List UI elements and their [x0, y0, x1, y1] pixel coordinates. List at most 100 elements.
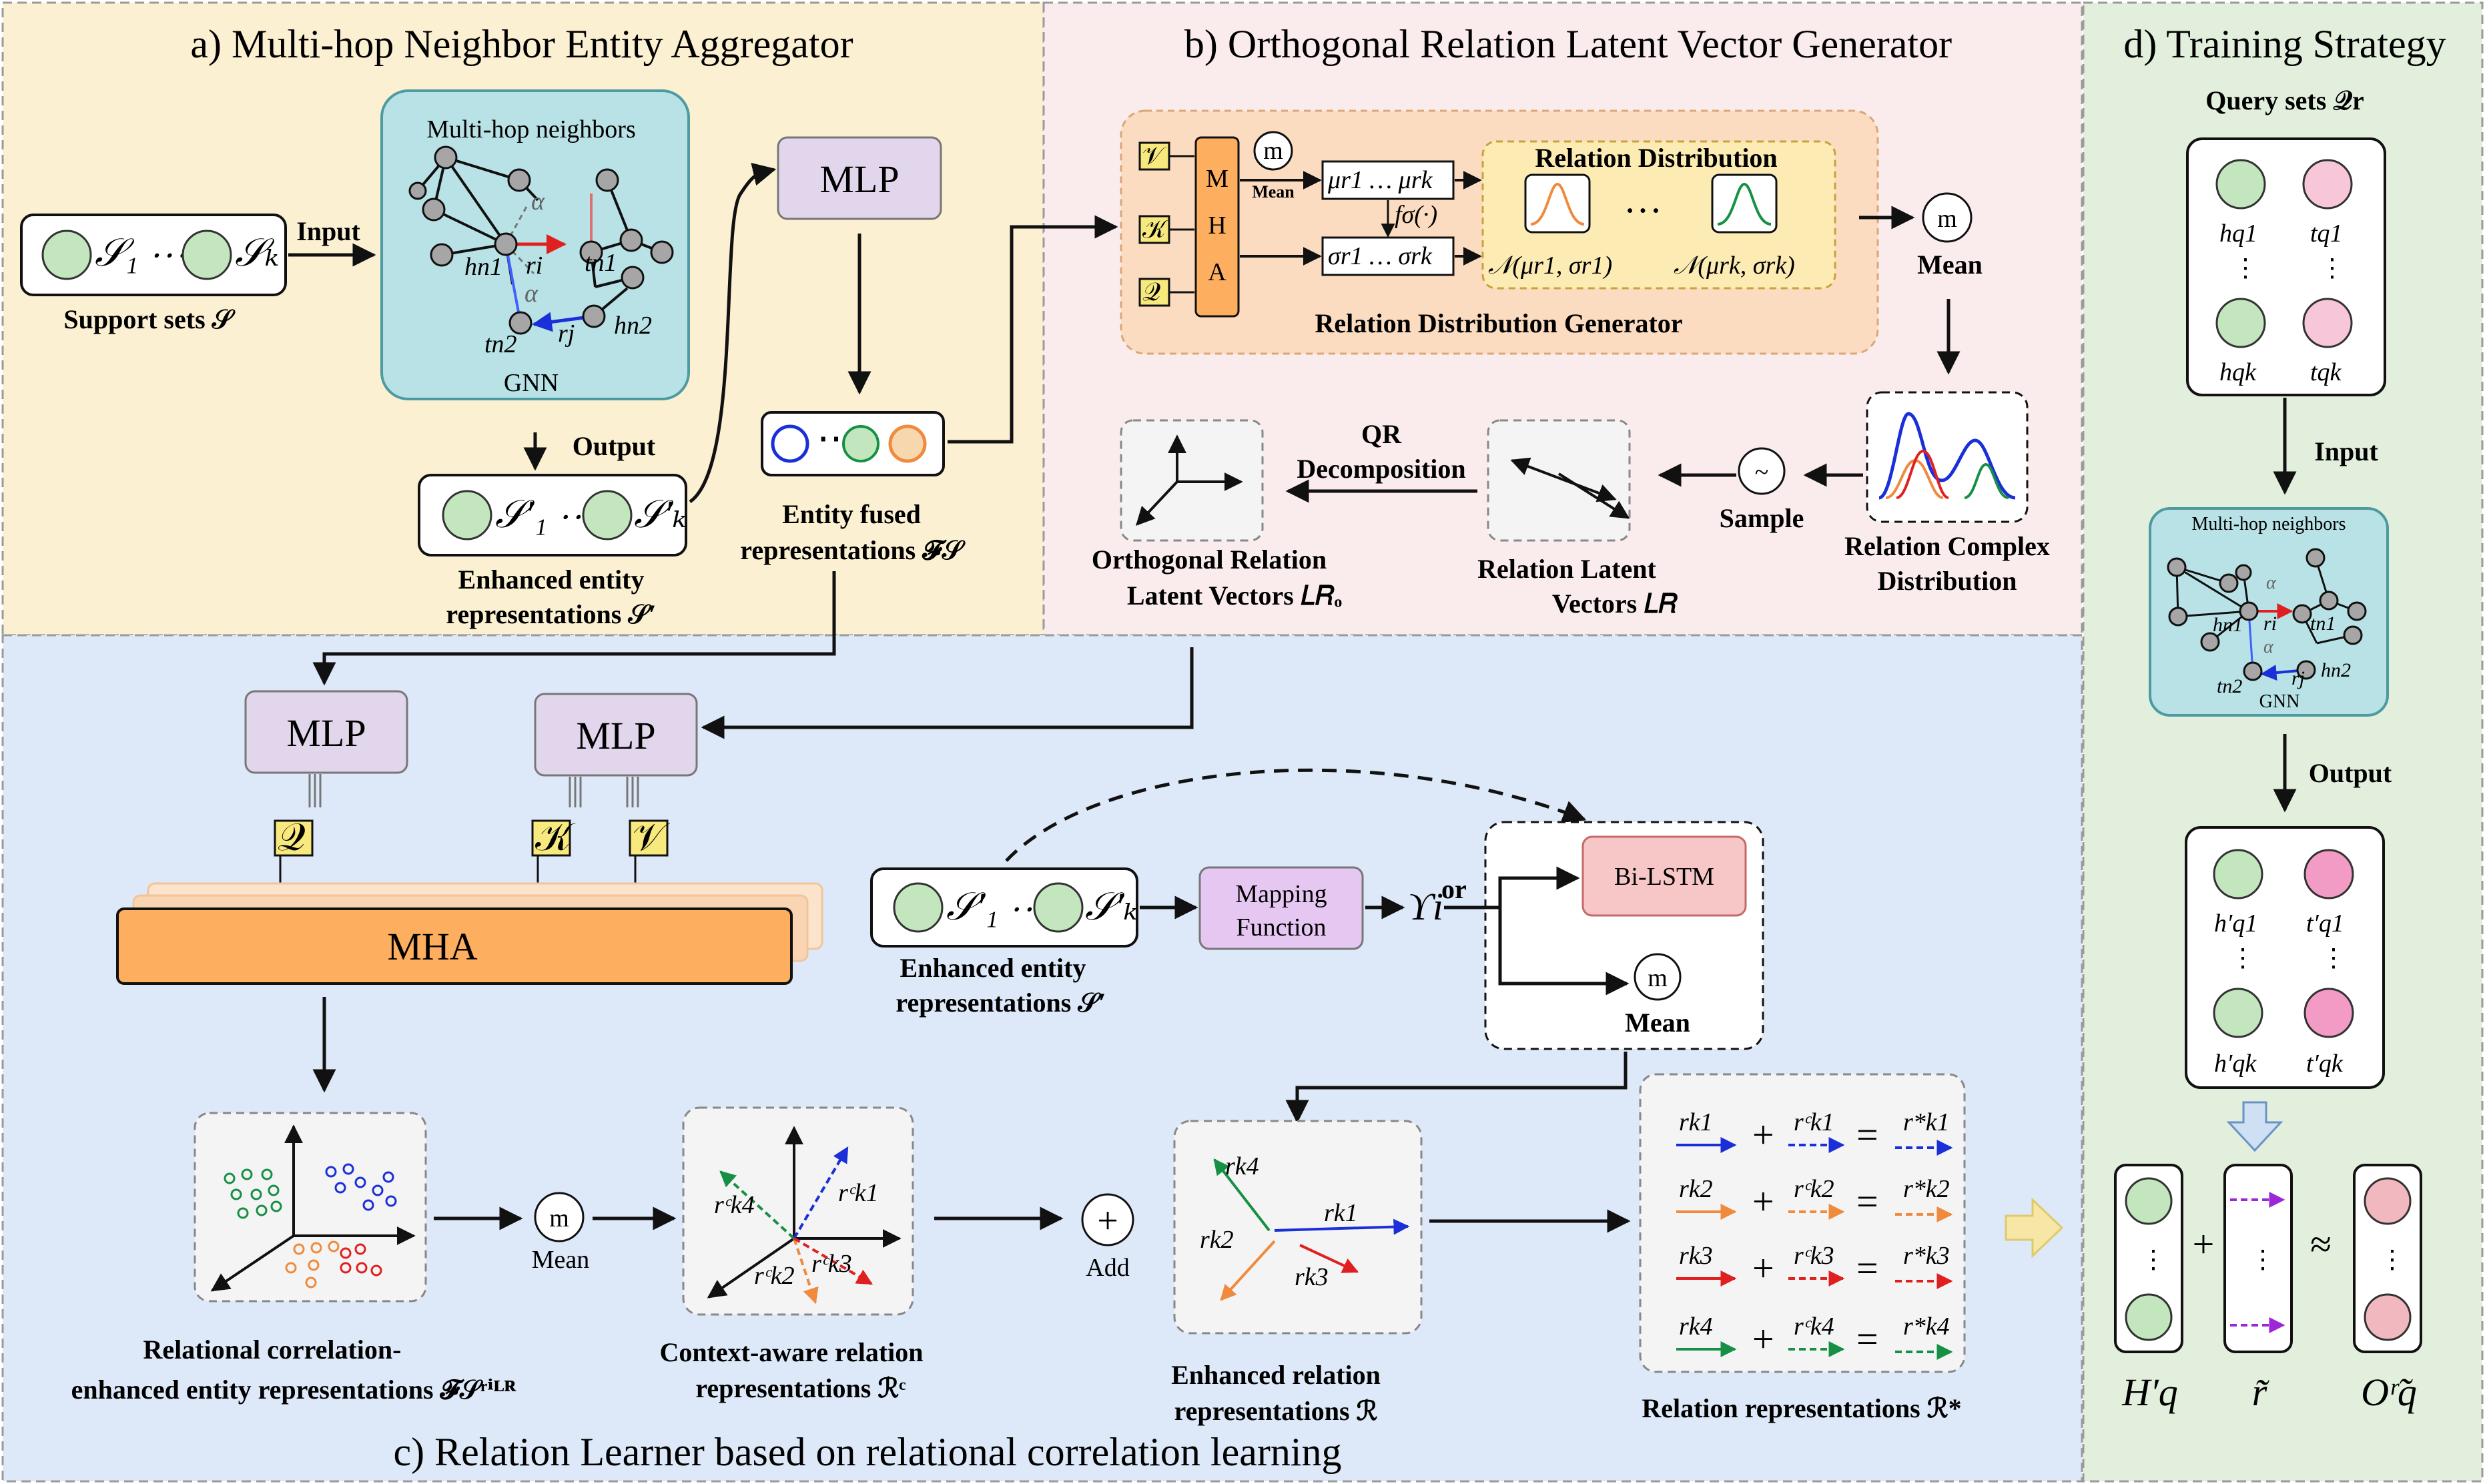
latent-label-2: Vectors 𝐿𝑅	[1552, 589, 1678, 619]
arrow-bilstm-to-enhrel	[1285, 1052, 1628, 1124]
sigma-box	[1321, 236, 1455, 276]
enhanced-entity-label-2-c: representations 𝒮′	[896, 988, 1106, 1018]
k-label-b: 𝒦	[1142, 216, 1169, 244]
qr-label-2: Decomposition	[1297, 454, 1465, 484]
relation-distribution-title: Relation Distribution	[1535, 143, 1777, 173]
mapping-function-box: Mapping Function	[1198, 866, 1364, 950]
mha-box-b: M H A	[1194, 136, 1240, 318]
mlp-box-c2: MLP	[534, 693, 698, 777]
ctx-relation-box: rᶜk4 rᶜk1 rᶜk2 rᶜk3	[682, 1106, 914, 1316]
bilstm-label: Bi-LSTM	[1614, 863, 1714, 891]
rtilde-column: ⋮	[2223, 1164, 2293, 1353]
eq1-plus: +	[1752, 1113, 1774, 1156]
entity-fused-box: ⋯	[761, 411, 945, 476]
gnn-box-d: Multi-hop neighbors GNN hn1	[2149, 507, 2389, 717]
alpha-1-d: α	[2266, 573, 2277, 593]
arrow-enh-to-mlp	[689, 163, 777, 504]
qkv-inputs-c: 𝒬 𝒦 𝒱	[273, 815, 670, 903]
mha-label-c: MHA	[387, 925, 477, 968]
mlp-label-c1: MLP	[286, 711, 366, 755]
q-label-b: 𝒬	[1142, 278, 1160, 306]
k-label-c: 𝒦	[535, 815, 576, 859]
query-output-box: h′q1 t′q1 ⋮ ⋮ h′qk t′qk	[2185, 826, 2385, 1089]
gnn-label-a: GNN	[504, 369, 559, 397]
ctx-rk4: rᶜk4	[714, 1191, 755, 1219]
vdots-rt: ⋮	[2250, 1246, 2275, 1274]
mha-h-b: H	[1208, 212, 1226, 240]
enhanced-entity-label-1-a: Enhanced entity	[458, 565, 645, 595]
arrow-ortho-to-c	[701, 647, 1194, 739]
node-tn2-a: tn2	[484, 330, 517, 358]
tq1p: t′q1	[2306, 909, 2344, 938]
mean-op-b	[1922, 192, 1973, 243]
mlp-box-c1: MLP	[244, 690, 408, 774]
vdots-1-d: ⋮	[2233, 254, 2258, 282]
mean-op-m-b: m	[1263, 137, 1283, 165]
enh-rk4: rk4	[1225, 1152, 1259, 1180]
enh-rk3: rk3	[1295, 1263, 1329, 1291]
oq-column: ⋮	[2353, 1164, 2422, 1353]
eq4-eq: =	[1856, 1317, 1878, 1361]
enh-s1-a: 𝒮′₁ ⋯	[495, 492, 595, 536]
v-label-b: 𝒱	[1142, 142, 1167, 170]
panel-b-title: b) Orthogonal Relation Latent Vector Gen…	[1184, 22, 1952, 66]
orthogonal-vectors-box	[1120, 419, 1264, 542]
q-label-c: 𝒬	[278, 815, 306, 859]
enhanced-entity-box-a: 𝒮′₁ ⋯ 𝒮′ₖ	[418, 474, 687, 556]
mean-op-c2	[1634, 953, 1682, 1001]
vdots-hq: ⋮	[2141, 1246, 2166, 1274]
enh-sk-c: 𝒮′ₖ	[1085, 885, 1138, 928]
v-label-c: 𝒱	[633, 815, 670, 859]
input-label-a: Input	[296, 216, 360, 246]
tqk: tqk	[2310, 358, 2342, 386]
add-op	[1081, 1193, 1134, 1246]
arrow-or-branch	[1444, 866, 1580, 909]
mha-stack-c: MHA	[116, 882, 823, 985]
mapping-label-2: Function	[1236, 913, 1326, 942]
mha-m-b: M	[1206, 165, 1228, 193]
node-hn2-d: hn2	[2321, 659, 2351, 681]
approx-d: ≈	[2310, 1222, 2332, 1266]
eq4-rc: rᶜk4	[1794, 1313, 1834, 1341]
node-hn1-a: hn1	[464, 253, 502, 281]
enh-rk2: rk2	[1200, 1226, 1234, 1254]
arrow-or-branch-2	[1498, 907, 1630, 996]
rel-rj-a: rj	[558, 320, 575, 348]
eq2-eq: =	[1856, 1180, 1878, 1223]
enh-rk1: rk1	[1324, 1199, 1358, 1227]
mean-small-label-b: Mean	[1252, 182, 1295, 202]
gnn-title-a: Multi-hop neighbors	[426, 115, 635, 143]
support-sets-label: Support sets 𝒮	[63, 304, 235, 334]
alpha-2-a: α	[524, 280, 539, 308]
relation-distribution-box: Relation Distribution … 𝒩(μr1, σr1) 𝒩(μr…	[1481, 140, 1836, 290]
bilstm-mean-container: Bi-LSTM m Mean	[1484, 821, 1764, 1050]
enh-relation-box: rk4 rk1 rk2 rk3	[1173, 1120, 1423, 1335]
relrep-box: rk1 + rᶜk1 = r*k1 rk2 + rᶜk2 = r*k2 rk3 …	[1639, 1073, 1966, 1373]
arrow-fused-to-b	[948, 215, 1118, 444]
node-tn1-d: tn1	[2310, 613, 2336, 635]
hq-column: ⋮	[2114, 1164, 2183, 1353]
latent-label-1: Relation Latent	[1477, 554, 1656, 584]
oq-label: Oʳ̃q	[2361, 1371, 2417, 1414]
entity-fused-label-2: representations 𝓕𝒮	[740, 535, 965, 565]
green-distribution-curve	[1717, 182, 1772, 226]
ctx-label-2: representations ℛᶜ	[695, 1373, 906, 1403]
mlp-label-a: MLP	[819, 157, 899, 201]
complex-distribution-box	[1866, 391, 2029, 523]
mean-op-small-b	[1253, 131, 1293, 171]
latent-vectors-box	[1487, 419, 1631, 542]
enhanced-entity-box-c: 𝒮′₁ ⋯ 𝒮′ₖ	[870, 867, 1138, 948]
sample-tilde: ~	[1755, 458, 1769, 486]
node-tn2-d: tn2	[2217, 675, 2242, 697]
ortho-label-1: Orthogonal Relation	[1092, 544, 1327, 575]
node-tn1-a: tn1	[585, 249, 617, 277]
mapping-label-1: Mapping	[1235, 880, 1327, 908]
enh-s1-c: 𝒮′₁ ⋯	[946, 885, 1046, 928]
mha-a-b: A	[1208, 258, 1226, 286]
add-plus: +	[1097, 1200, 1118, 1242]
alpha-2-d: α	[2263, 637, 2274, 657]
eq4-rs: r*k4	[1903, 1313, 1950, 1341]
gnn-label-d: GNN	[2259, 691, 2300, 712]
eq3-r: rk3	[1679, 1242, 1713, 1270]
